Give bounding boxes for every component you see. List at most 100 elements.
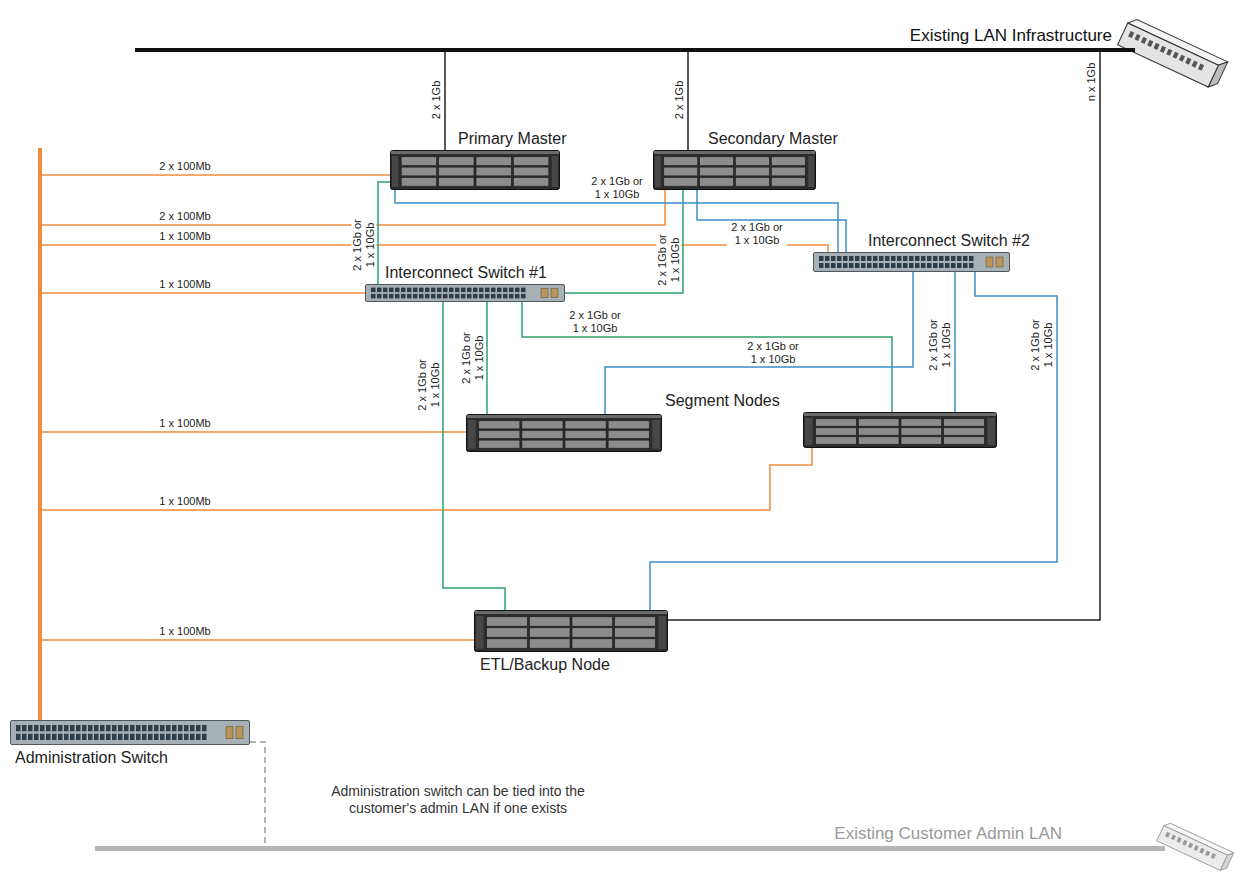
switch-port [190, 734, 195, 740]
switch-port [885, 256, 890, 261]
link-speed-label: 1 x 100Mb [158, 495, 211, 508]
switch-port [927, 263, 932, 268]
drive-bay [608, 440, 649, 448]
switch-port [921, 263, 926, 268]
switch-port [855, 256, 860, 261]
switch-port [124, 734, 129, 740]
drive-bay [944, 419, 985, 426]
server-chassis [390, 150, 560, 190]
drive-bay [487, 628, 528, 637]
switch-port [819, 256, 824, 261]
switch-port [28, 725, 33, 731]
drive-bay [522, 440, 563, 448]
switch-port [515, 294, 520, 299]
switch-port [909, 263, 914, 268]
switch-port [855, 263, 860, 268]
switch-port [933, 256, 938, 261]
switch-port [927, 256, 932, 261]
chassis-body [804, 413, 997, 448]
interconnect-switch: Interconnect Switch #2 [813, 252, 1010, 272]
switch-port [82, 725, 87, 731]
switch-port [509, 294, 514, 299]
switch-port [861, 263, 866, 268]
switch-port [461, 288, 466, 293]
switch-port [154, 734, 159, 740]
switch-port [479, 294, 484, 299]
drive-bay [572, 628, 613, 637]
switch-port [503, 288, 508, 293]
switch-port [485, 294, 490, 299]
switch-port [957, 263, 962, 268]
link-speed-label: 2 x 1Gb or 1 x 10Gb [565, 309, 625, 334]
switch-port [389, 294, 394, 299]
switch-port [497, 288, 502, 293]
drive-bay [565, 440, 606, 448]
switch-port [82, 734, 87, 740]
node-label: Interconnect Switch #1 [385, 263, 547, 282]
switch-port [389, 288, 394, 293]
node-label: Administration Switch [15, 748, 168, 767]
switch-port [166, 725, 171, 731]
switch-port [136, 734, 141, 740]
switch-port [491, 288, 496, 293]
icon-port [1198, 64, 1204, 71]
drive-bay [439, 167, 474, 176]
switch-port [76, 734, 81, 740]
switch-port [112, 734, 117, 740]
server-chassis [653, 150, 816, 190]
switch-port [425, 288, 430, 293]
switch-port [431, 288, 436, 293]
drive-bay [816, 428, 857, 435]
drive-bay [476, 167, 511, 176]
switch-port [425, 294, 430, 299]
switch-port [963, 256, 968, 261]
chassis-ear [392, 156, 398, 187]
icon-port [1173, 52, 1179, 59]
drive-bay [513, 167, 548, 176]
drive-bay [608, 421, 649, 429]
link-speed-label: 1 x 100Mb [158, 230, 211, 243]
chassis-ear [655, 156, 661, 187]
drive-bay [901, 428, 942, 435]
link-speed-label: 2 x 1Gb or 1 x 10Gb [743, 340, 803, 365]
network-link [668, 52, 1100, 620]
switch-port [148, 734, 153, 740]
switch-port [837, 256, 842, 261]
switch-port [939, 263, 944, 268]
drive-bay [565, 421, 606, 429]
icon-port [1185, 58, 1191, 65]
switch-port [437, 288, 442, 293]
switch-port [371, 288, 376, 293]
switch-port [825, 256, 830, 261]
drive-bay [513, 157, 548, 166]
switch-port [837, 263, 842, 268]
network-link [650, 272, 1057, 610]
switch-port [154, 725, 159, 731]
switch-port [431, 294, 436, 299]
network-link [40, 640, 474, 720]
switch-port [915, 263, 920, 268]
switch-port [166, 734, 171, 740]
switch-port [521, 288, 526, 293]
chassis-ear [805, 418, 813, 445]
switch-port [401, 294, 406, 299]
switch-port [202, 725, 207, 731]
network-link [486, 302, 488, 414]
lan-backbone: Existing LAN Infrastructure [135, 48, 1135, 52]
switch-port [383, 294, 388, 299]
drive-bay [771, 157, 805, 166]
network-link [954, 272, 956, 412]
network-link [522, 302, 892, 412]
switch-port [455, 288, 460, 293]
link-speed-label: 2 x 1Gb [673, 80, 686, 121]
drive-bay [858, 419, 899, 426]
switch-port [94, 734, 99, 740]
chassis-top [467, 415, 661, 418]
link-speed-label: 2 x 100Mb [158, 160, 211, 173]
switch-port [413, 294, 418, 299]
segment-server: Segment Nodes [803, 412, 997, 448]
switch-port [897, 256, 902, 261]
switch-port [46, 734, 51, 740]
icon-port [1165, 832, 1170, 838]
